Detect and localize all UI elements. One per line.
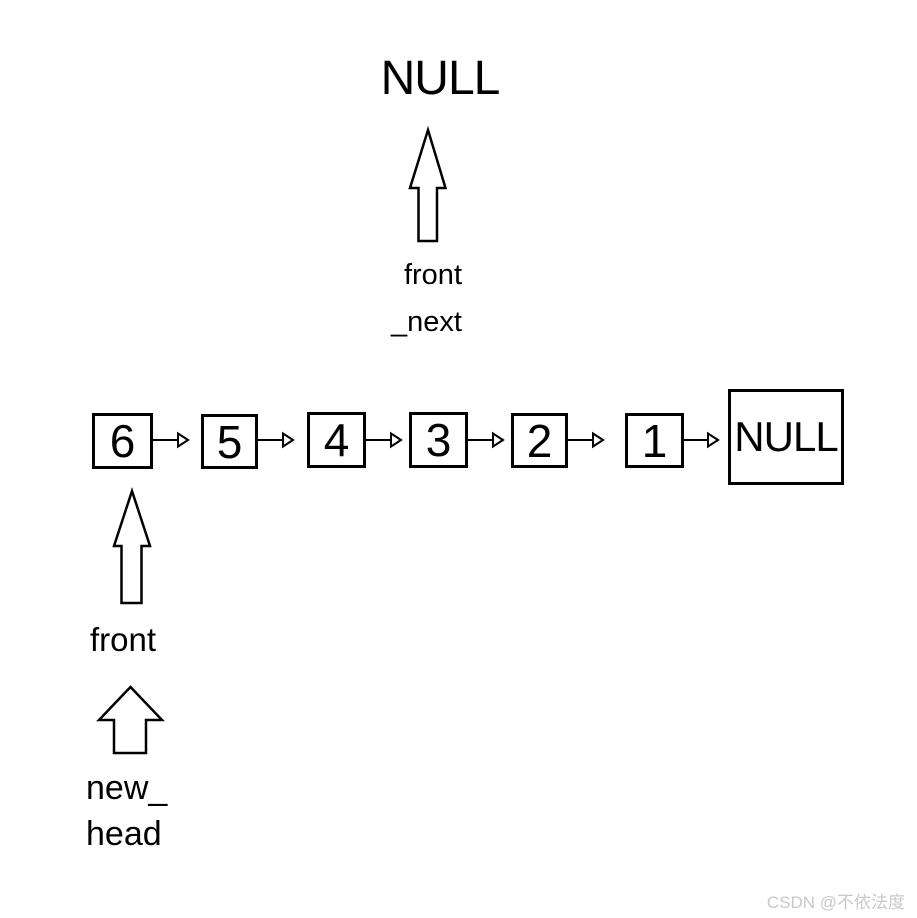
- new-head-pointer-label: new_ head: [86, 765, 167, 857]
- list-node: 6: [92, 413, 153, 469]
- list-node: 3: [409, 412, 468, 468]
- next-pointer-arrow: [568, 431, 605, 449]
- front-next-up-arrow-icon: [408, 125, 448, 243]
- new-head-pointer-label-line1: new_: [86, 769, 168, 807]
- watermark: CSDN @不依法度: [766, 893, 905, 912]
- next-pointer-arrow: [366, 431, 403, 449]
- next-pointer-arrow: [684, 431, 720, 449]
- front-pointer-label: front: [90, 621, 157, 658]
- new-head-up-arrow-icon: [96, 685, 165, 755]
- front-next-pointer-label-line2: _next: [391, 306, 462, 338]
- front-up-arrow-icon: [112, 486, 152, 605]
- front-next-pointer-label: front _next: [362, 252, 462, 346]
- new-head-pointer-label-line2: head: [86, 815, 162, 853]
- list-node: 2: [511, 413, 568, 468]
- list-node: 5: [201, 414, 258, 469]
- front-next-pointer-label-line1: front: [403, 259, 462, 291]
- list-node-null: NULL: [728, 389, 844, 485]
- list-node: 4: [307, 412, 366, 468]
- top-null-label: NULL: [380, 52, 501, 105]
- list-node: 1: [625, 413, 684, 468]
- next-pointer-arrow: [468, 431, 505, 449]
- next-pointer-arrow: [258, 431, 295, 449]
- next-pointer-arrow: [153, 431, 190, 449]
